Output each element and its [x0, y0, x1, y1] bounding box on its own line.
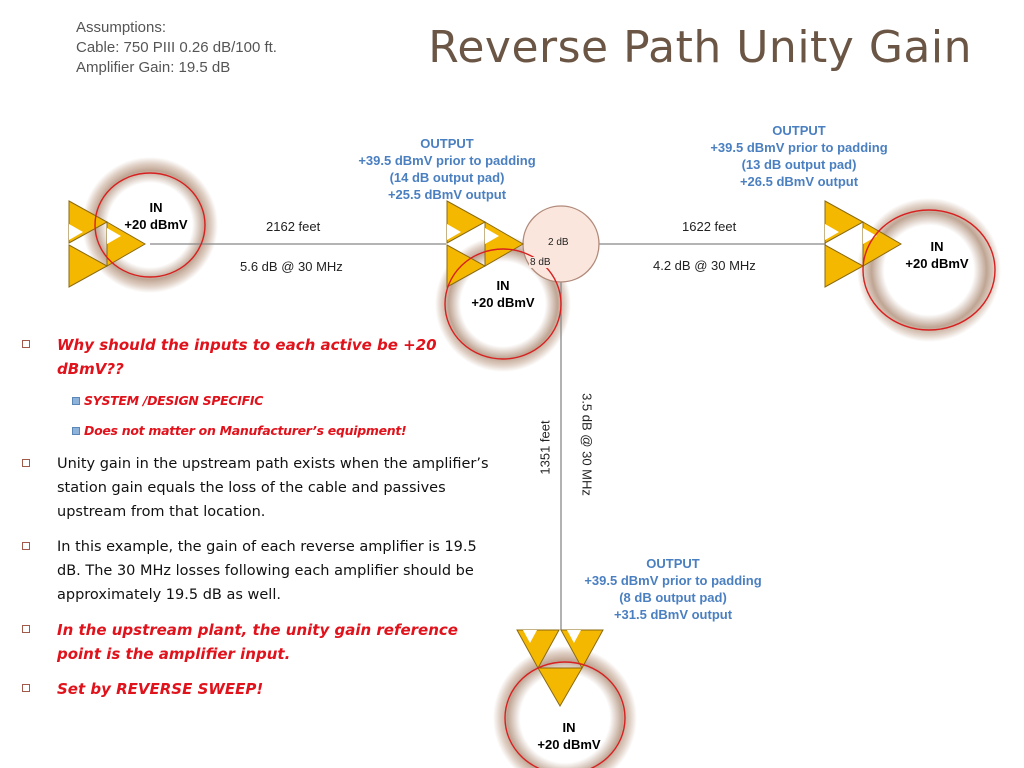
span-down-loss-wrap: 3.5 dB @ 30 MHz: [580, 385, 595, 505]
splitter-port-b: 8 dB: [529, 257, 552, 268]
bullet-reference-point: In the upstream plant, the unity gain re…: [22, 618, 492, 666]
input-left-label: IN: [149, 200, 163, 215]
bullet-marker: [22, 459, 30, 467]
span-down-length: 1351 feet: [537, 420, 553, 475]
sub-bullet-1-text: SYSTEM /DESIGN SPECIFIC: [84, 393, 264, 408]
amplifier-bottom: [516, 629, 604, 707]
output-right-out: +26.5 dBmV output: [739, 174, 859, 189]
span-left-length: 2162 feet: [266, 219, 321, 234]
input-label-right: IN +20 dBmV: [897, 238, 977, 272]
input-circle-center: [444, 248, 562, 360]
sub-bullet-2-text: Does not matter on Manufacturer’s equipm…: [84, 423, 407, 438]
output-right-label: OUTPUT: [772, 123, 826, 138]
bullet-marker: [22, 684, 30, 692]
bullet-list: Why should the inputs to each active be …: [22, 333, 492, 712]
assumptions-box: Assumptions: Cable: 750 PIII 0.26 dB/100…: [76, 18, 277, 78]
output-block-bottom: OUTPUT +39.5 dBmV prior to padding (8 dB…: [578, 555, 768, 623]
assumptions-gain: Amplifier Gain: 19.5 dB: [76, 59, 231, 76]
bullet-reverse-sweep-text: Set by REVERSE SWEEP!: [57, 680, 264, 698]
glow-halo-bottom: [493, 646, 637, 768]
output-block-center: OUTPUT +39.5 dBmV prior to padding (14 d…: [352, 135, 542, 203]
output-center-pad: (14 dB output pad): [389, 170, 505, 185]
bullet-unity-gain: Unity gain in the upstream path exists w…: [22, 452, 492, 524]
sub-bullet-1: SYSTEM /DESIGN SPECIFIC: [22, 392, 492, 410]
output-bottom-prior: +39.5 dBmV prior to padding: [584, 573, 762, 588]
output-bottom-pad: (8 dB output pad): [619, 590, 727, 605]
span-left-loss: 5.6 dB @ 30 MHz: [240, 259, 343, 274]
output-center-out: +25.5 dBmV output: [387, 187, 507, 202]
input-right-label: IN: [930, 239, 944, 254]
sub-bullet-marker: [72, 397, 80, 405]
bullet-reverse-sweep: Set by REVERSE SWEEP!: [22, 677, 492, 701]
input-circle-left: [94, 172, 206, 278]
input-left-level: +20 dBmV: [124, 217, 188, 232]
output-center-prior: +39.5 dBmV prior to padding: [358, 153, 536, 168]
input-label-left: IN +20 dBmV: [116, 199, 196, 233]
sub-bullet-marker: [72, 427, 80, 435]
sub-bullet-2: Does not matter on Manufacturer’s equipm…: [22, 422, 492, 440]
splitter-port-a: 2 dB: [547, 237, 570, 248]
bullet-marker: [22, 542, 30, 550]
span-down-loss: 3.5 dB @ 30 MHz: [579, 393, 595, 496]
bullet-question-text: Why should the inputs to each active be …: [57, 336, 437, 378]
input-bottom-level: +20 dBmV: [537, 737, 601, 752]
glow-halo-right: [857, 198, 1001, 342]
output-bottom-label: OUTPUT: [646, 556, 700, 571]
output-right-pad: (13 dB output pad): [741, 157, 857, 172]
input-circle-right: [862, 209, 996, 331]
output-center-label: OUTPUT: [420, 136, 474, 151]
bullet-marker: [22, 340, 30, 348]
output-bottom-out: +31.5 dBmV output: [613, 607, 733, 622]
bullet-reference-point-text: In the upstream plant, the unity gain re…: [57, 621, 458, 663]
bullet-question: Why should the inputs to each active be …: [22, 333, 492, 381]
output-right-prior: +39.5 dBmV prior to padding: [710, 140, 888, 155]
span-down-length-wrap: 1351 feet: [538, 398, 553, 498]
assumptions-header: Assumptions:: [76, 19, 167, 36]
input-center-level: +20 dBmV: [471, 295, 535, 310]
amplifier-right: [824, 200, 902, 288]
assumptions-cable: Cable: 750 PIII 0.26 dB/100 ft.: [76, 39, 277, 56]
bullet-marker: [22, 625, 30, 633]
input-label-bottom: IN +20 dBmV: [529, 719, 609, 753]
span-right-loss: 4.2 dB @ 30 MHz: [653, 258, 756, 273]
input-circle-bottom: [504, 661, 626, 768]
input-center-label: IN: [496, 278, 510, 293]
input-bottom-label: IN: [562, 720, 576, 735]
span-right-length: 1622 feet: [682, 219, 737, 234]
bullet-unity-gain-text: Unity gain in the upstream path exists w…: [57, 456, 489, 520]
input-right-level: +20 dBmV: [905, 256, 969, 271]
slide-title: Reverse Path Unity Gain: [428, 22, 972, 73]
output-block-right: OUTPUT +39.5 dBmV prior to padding (13 d…: [704, 122, 894, 190]
amplifier-center: [446, 200, 524, 288]
input-label-center: IN +20 dBmV: [463, 277, 543, 311]
bullet-example-text: In this example, the gain of each revers…: [57, 539, 477, 603]
amplifier-left: [68, 200, 146, 288]
bullet-example: In this example, the gain of each revers…: [22, 535, 492, 607]
